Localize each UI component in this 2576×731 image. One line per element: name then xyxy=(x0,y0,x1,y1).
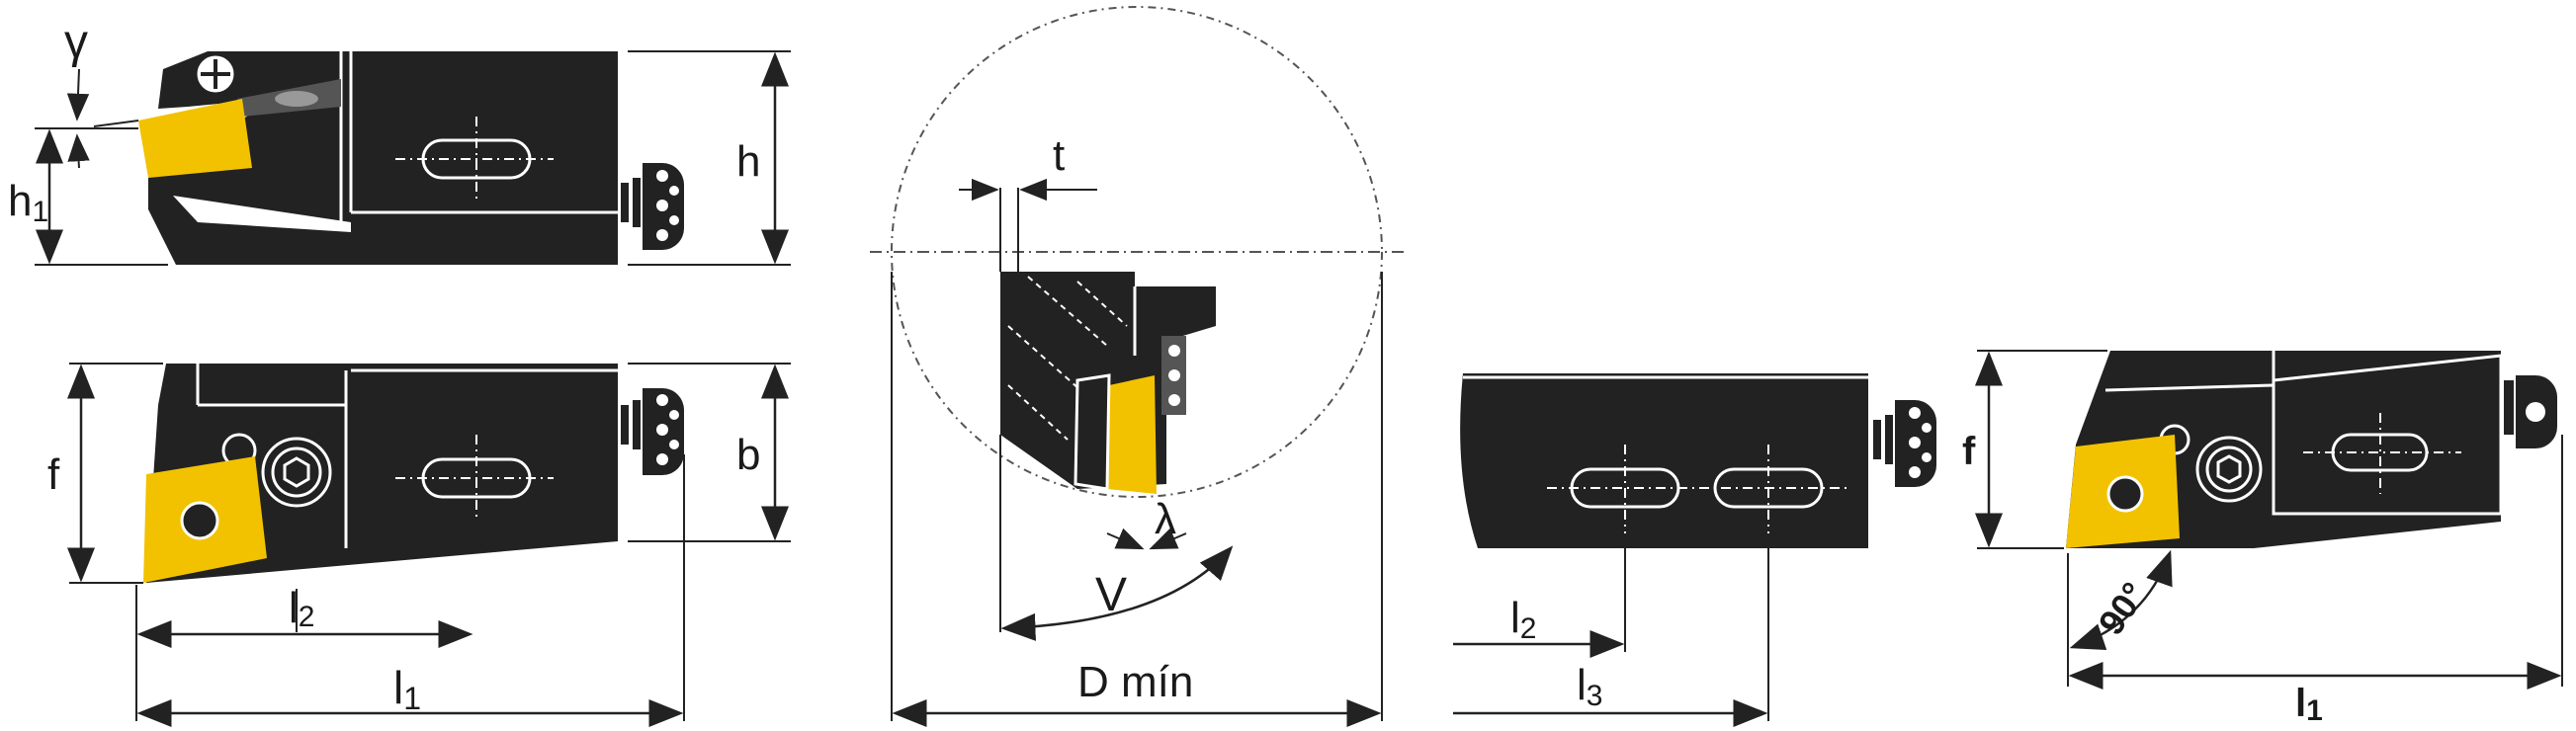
wedge-white xyxy=(173,196,351,232)
coolant-connector xyxy=(2504,375,2557,448)
dim-v-arc xyxy=(1000,545,1234,641)
label-v: V xyxy=(1095,569,1127,621)
label-l2-mid: l2 xyxy=(1510,594,1536,645)
bore-circle xyxy=(891,6,1383,498)
label-h: h xyxy=(736,137,760,186)
coolant-connector xyxy=(1873,400,1936,487)
insert-yellow xyxy=(138,99,252,178)
label-t: t xyxy=(1053,131,1065,180)
label-l1: l1 xyxy=(393,662,421,716)
bore-view-middle: t V λ D mín xyxy=(870,6,1404,727)
label-dmin: D mín xyxy=(1077,658,1193,706)
side-view-top-left: h h1 γ xyxy=(8,16,791,266)
hex-screw-icon xyxy=(261,437,332,508)
bar-body xyxy=(1460,373,1868,548)
label-lambda: λ xyxy=(1155,495,1176,543)
bar-view: l2 l3 xyxy=(1453,373,1936,727)
coolant-connector xyxy=(621,388,684,475)
label-f-right: f xyxy=(1962,430,1976,473)
coolant-connector xyxy=(621,163,684,250)
shank-body xyxy=(146,364,618,583)
label-l3: l3 xyxy=(1577,661,1602,712)
tool-view-right: f 90° l1 xyxy=(1962,350,2563,727)
hex-screw-icon xyxy=(2195,436,2263,503)
label-f: f xyxy=(47,450,60,499)
label-gamma: γ xyxy=(64,16,88,68)
label-angle: 90° xyxy=(2091,575,2155,642)
label-l1-right: l1 xyxy=(2295,682,2323,727)
angle-arc xyxy=(2069,549,2173,651)
insert-yellow xyxy=(1107,375,1157,494)
label-b: b xyxy=(736,431,760,479)
label-h1: h1 xyxy=(8,177,48,228)
label-l2: l2 xyxy=(289,584,314,633)
top-view-bottom-left: f b l2 l1 xyxy=(47,363,791,727)
